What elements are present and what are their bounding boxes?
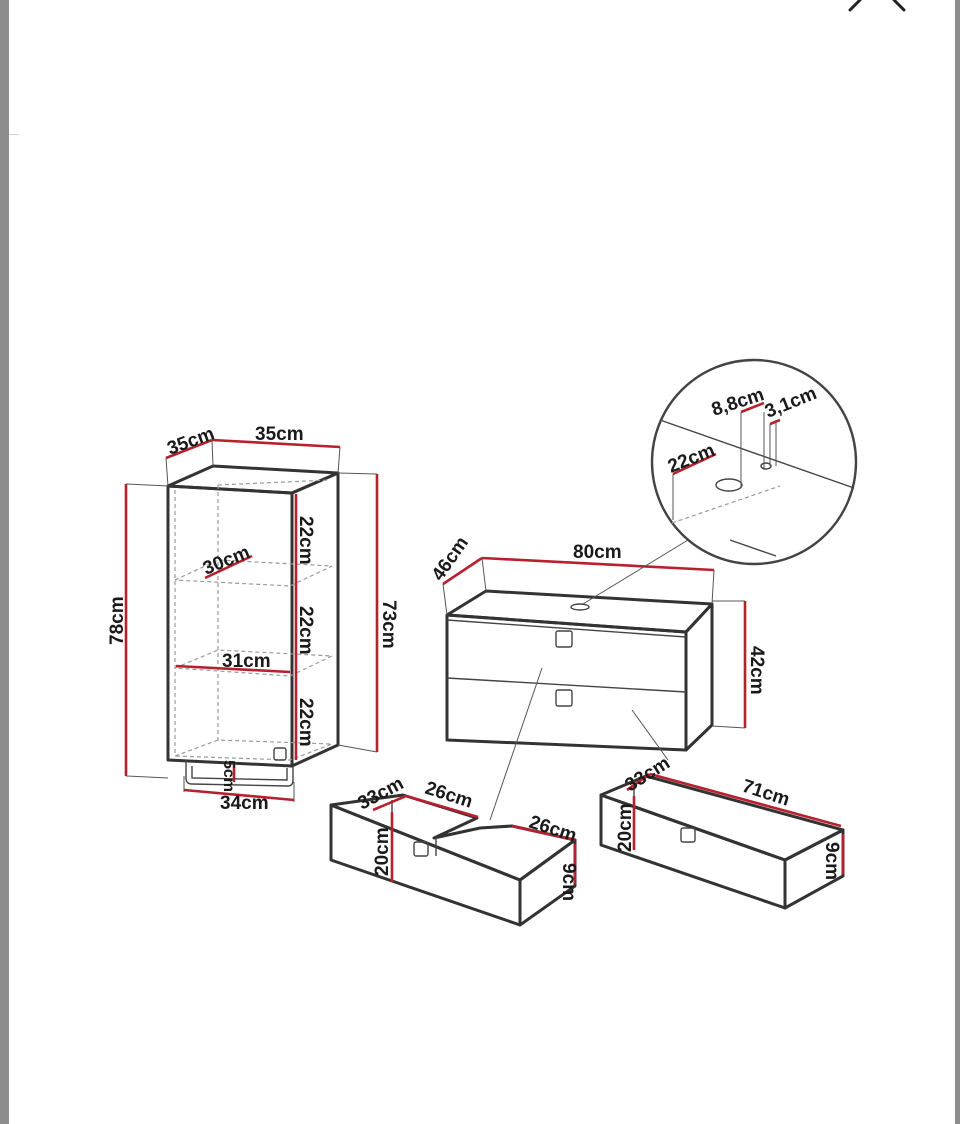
label-shelf-depth: 30cm [200,542,253,580]
label-cabinet-depth: 35cm [165,423,218,459]
tall-cabinet [166,464,340,787]
close-button[interactable] [842,0,912,18]
label-lower-drawer-front-height: 20cm [615,803,636,852]
label-vanity-height: 42cm [746,646,767,695]
label-lower-drawer-inner-height: 9cm [821,842,842,880]
label-cabinet-width: 35cm [255,424,304,445]
upper-drawer [329,793,577,927]
close-icon [848,0,906,12]
right-frame-bar [955,0,960,1124]
label-upper-drawer-inner-height: 9cm [558,863,579,901]
label-vanity-depth: 46cm [428,533,473,585]
vanity-unit [445,589,714,752]
vanity-dimensions [442,556,747,729]
tall-cabinet-dimensions [124,438,379,802]
label-upper-drawer-right-width: 26cm [526,812,579,847]
label-inner-width: 31cm [222,651,271,672]
label-vanity-width: 80cm [573,542,622,563]
label-cabinet-height-body: 73cm [378,600,399,649]
label-towel-bar-width: 34cm [220,793,269,814]
label-shelf-gap-3: 22cm [295,698,316,747]
label-lower-drawer-depth: 33cm [622,753,674,797]
label-cabinet-height-total: 78cm [107,596,128,645]
label-shelf-gap-2: 22cm [295,606,316,655]
label-upper-drawer-depth: 33cm [354,773,407,814]
detail-magnifier [650,358,858,566]
label-upper-drawer-front-height: 20cm [372,827,393,876]
label-towel-bar-height: 5cm [220,760,237,792]
left-frame-bar [0,0,9,1124]
lower-drawer [599,772,845,910]
label-shelf-gap-1: 22cm [295,516,316,565]
top-divider [9,134,19,135]
